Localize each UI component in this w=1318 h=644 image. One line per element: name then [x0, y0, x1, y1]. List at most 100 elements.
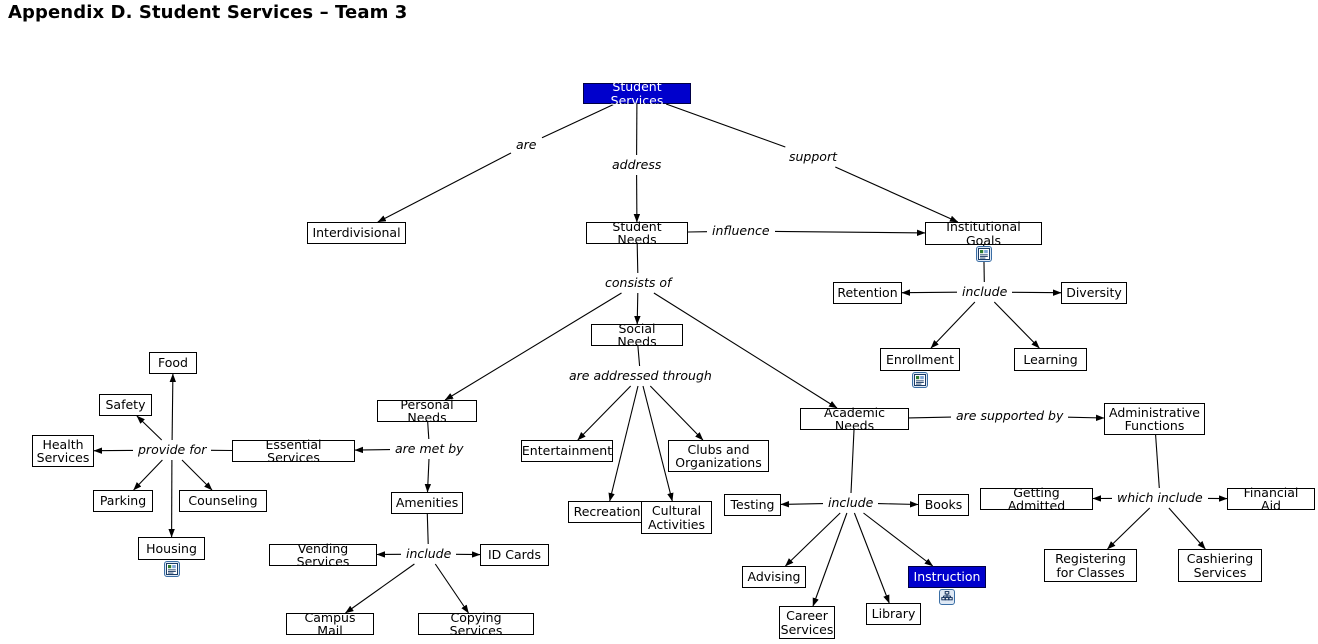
node-institutional-goals[interactable]: Institutional Goals — [925, 219, 1042, 248]
node-label: Housing — [146, 540, 197, 556]
node-housing[interactable]: Housing — [138, 537, 205, 560]
node-label: Essential Services — [265, 436, 322, 465]
node-parking[interactable]: Parking — [93, 490, 153, 512]
edge-include-amenities-to-copying-services — [434, 563, 469, 614]
edge-include-academic-to-testing — [780, 501, 824, 508]
link-label-are-met-by[interactable]: are met by — [395, 441, 464, 456]
node-label: Institutional Goals — [946, 219, 1021, 248]
edge-are-supported-by-to-administrative-functions — [1067, 414, 1105, 422]
document-icon[interactable] — [163, 561, 180, 577]
edge-student-needs-to-consists-of — [636, 243, 639, 274]
node-label: Food — [158, 355, 188, 371]
node-label: Learning — [1023, 351, 1078, 367]
node-food[interactable]: Food — [149, 352, 197, 374]
node-books[interactable]: Books — [918, 494, 969, 516]
node-id-cards[interactable]: ID Cards — [480, 544, 549, 566]
node-library[interactable]: Library — [866, 603, 921, 625]
node-academic-needs[interactable]: Academic Needs — [800, 404, 909, 433]
link-label-consists-of[interactable]: consists of — [605, 275, 672, 290]
link-label-are-addressed-through[interactable]: are addressed through — [569, 368, 712, 383]
edge-which-include-to-registering-for-classes — [1107, 507, 1151, 550]
node-label: Recreation — [573, 504, 641, 520]
node-label: Academic Needs — [823, 404, 885, 433]
node-financial-aid[interactable]: Financial Aid — [1227, 484, 1315, 513]
node-clubs-and-organizations[interactable]: Clubs and Organizations — [668, 440, 769, 472]
node-diversity[interactable]: Diversity — [1061, 282, 1127, 304]
node-safety[interactable]: Safety — [99, 394, 152, 416]
edge-consists-of-to-social-needs — [634, 292, 641, 325]
node-vending-services[interactable]: Vending Services — [269, 540, 377, 569]
node-label: Library — [871, 606, 916, 622]
node-label: Vending Services — [296, 540, 350, 569]
node-cashiering-services[interactable]: Cashiering Services — [1178, 549, 1262, 582]
node-label: Parking — [99, 493, 147, 509]
node-entertainment[interactable]: Entertainment — [521, 440, 613, 462]
node-enrollment[interactable]: Enrollment — [880, 348, 960, 371]
edge-student-services-to-support — [665, 103, 786, 148]
node-campus-mail[interactable]: Campus Mail — [286, 610, 374, 637]
node-label: Interdivisional — [312, 225, 401, 241]
node-learning[interactable]: Learning — [1014, 348, 1087, 371]
node-getting-admitted[interactable]: Getting Admitted — [980, 484, 1093, 513]
node-label: Safety — [105, 397, 146, 413]
edge-are-met-by-to-essential-services — [354, 446, 391, 454]
link-label-influence[interactable]: influence — [712, 223, 770, 238]
node-personal-needs[interactable]: Personal Needs — [377, 397, 477, 424]
node-amenities[interactable]: Amenities — [391, 492, 463, 514]
concept-map-icon[interactable] — [939, 589, 955, 605]
node-label: Amenities — [395, 495, 459, 511]
edge-are-addressed-through-to-clubs-and-organizations — [649, 385, 704, 441]
node-interdivisional[interactable]: Interdivisional — [307, 222, 406, 244]
node-counseling[interactable]: Counseling — [179, 490, 267, 512]
node-social-needs[interactable]: Social Needs — [591, 320, 683, 349]
node-label: Copying Services — [449, 609, 503, 638]
link-label-include-goals[interactable]: include — [962, 284, 1008, 299]
node-retention[interactable]: Retention — [833, 282, 902, 304]
node-cultural-activities[interactable]: Cultural Activities — [641, 501, 712, 534]
link-label-are[interactable]: are — [516, 137, 537, 152]
node-label: Health Services — [36, 436, 90, 465]
edge-academic-needs-to-include-academic — [850, 429, 855, 494]
link-label-address[interactable]: address — [612, 157, 662, 172]
node-instruction[interactable]: Instruction — [908, 566, 986, 588]
link-label-are-supported-by[interactable]: are supported by — [956, 408, 1064, 423]
edge-student-services-to-are — [541, 103, 615, 139]
link-label-provide-for[interactable]: provide for — [138, 442, 207, 457]
node-career-services[interactable]: Career Services — [779, 606, 835, 639]
node-label: Social Needs — [617, 320, 657, 349]
edge-provide-for-to-parking — [133, 459, 163, 491]
edge-include-amenities-to-campus-mail — [345, 563, 415, 614]
node-label: Retention — [837, 285, 898, 301]
node-label: Cashiering Services — [1186, 551, 1254, 580]
edge-provide-for-to-counseling — [181, 459, 213, 491]
node-health-services[interactable]: Health Services — [32, 435, 94, 467]
node-student-needs[interactable]: Student Needs — [586, 219, 688, 246]
edge-provide-for-to-safety — [136, 415, 163, 441]
node-advising[interactable]: Advising — [742, 566, 806, 588]
edge-include-goals-to-retention — [901, 289, 958, 296]
node-testing[interactable]: Testing — [724, 494, 781, 516]
node-recreation[interactable]: Recreation — [568, 501, 646, 523]
edge-influence-to-institutional-goals — [774, 229, 926, 237]
node-label: ID Cards — [487, 547, 542, 563]
node-copying-services[interactable]: Copying Services — [418, 609, 534, 638]
document-icon[interactable] — [912, 372, 928, 388]
edge-support-to-institutional-goals — [835, 166, 959, 223]
node-label: Clubs and Organizations — [675, 441, 762, 470]
link-label-which-include[interactable]: which include — [1117, 490, 1203, 505]
edge-social-needs-to-are-addressed-through — [637, 345, 641, 367]
node-essential-services[interactable]: Essential Services — [232, 436, 355, 465]
link-label-include-academic[interactable]: include — [828, 495, 874, 510]
node-registering-for-classes[interactable]: Registering for Classes — [1044, 549, 1137, 582]
link-label-include-amenities[interactable]: include — [406, 546, 452, 561]
node-label: Financial Aid — [1243, 484, 1299, 513]
link-label-support[interactable]: support — [789, 149, 837, 164]
node-administrative-functions[interactable]: Administrative Functions — [1104, 403, 1205, 435]
edge-include-goals-to-enrollment — [930, 301, 976, 349]
node-label: Getting Admitted — [1007, 484, 1066, 513]
node-label: Enrollment — [886, 351, 954, 367]
node-student-services[interactable]: Student Services — [583, 80, 691, 107]
document-icon[interactable] — [975, 246, 992, 262]
edge-are-addressed-through-to-recreation — [608, 385, 639, 502]
